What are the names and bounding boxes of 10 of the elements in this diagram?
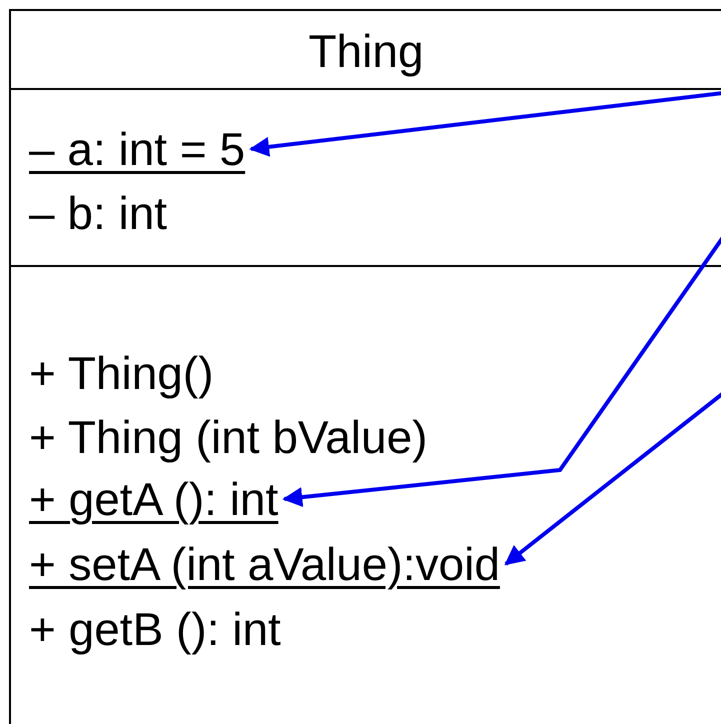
class-member: + getA (): int bbox=[29, 473, 278, 525]
class-member: + getB (): int bbox=[29, 603, 281, 655]
class-member: + setA (int aValue):void bbox=[29, 538, 500, 590]
class-box bbox=[9, 9, 721, 724]
class-name: Thing bbox=[307, 25, 425, 77]
class-member: – b: int bbox=[29, 187, 168, 239]
class-member: + Thing() bbox=[29, 347, 214, 399]
arrow bbox=[249, 89, 721, 157]
class-member: – a: int = 5 bbox=[29, 123, 246, 175]
class-member: + Thing (int bValue) bbox=[29, 411, 428, 463]
